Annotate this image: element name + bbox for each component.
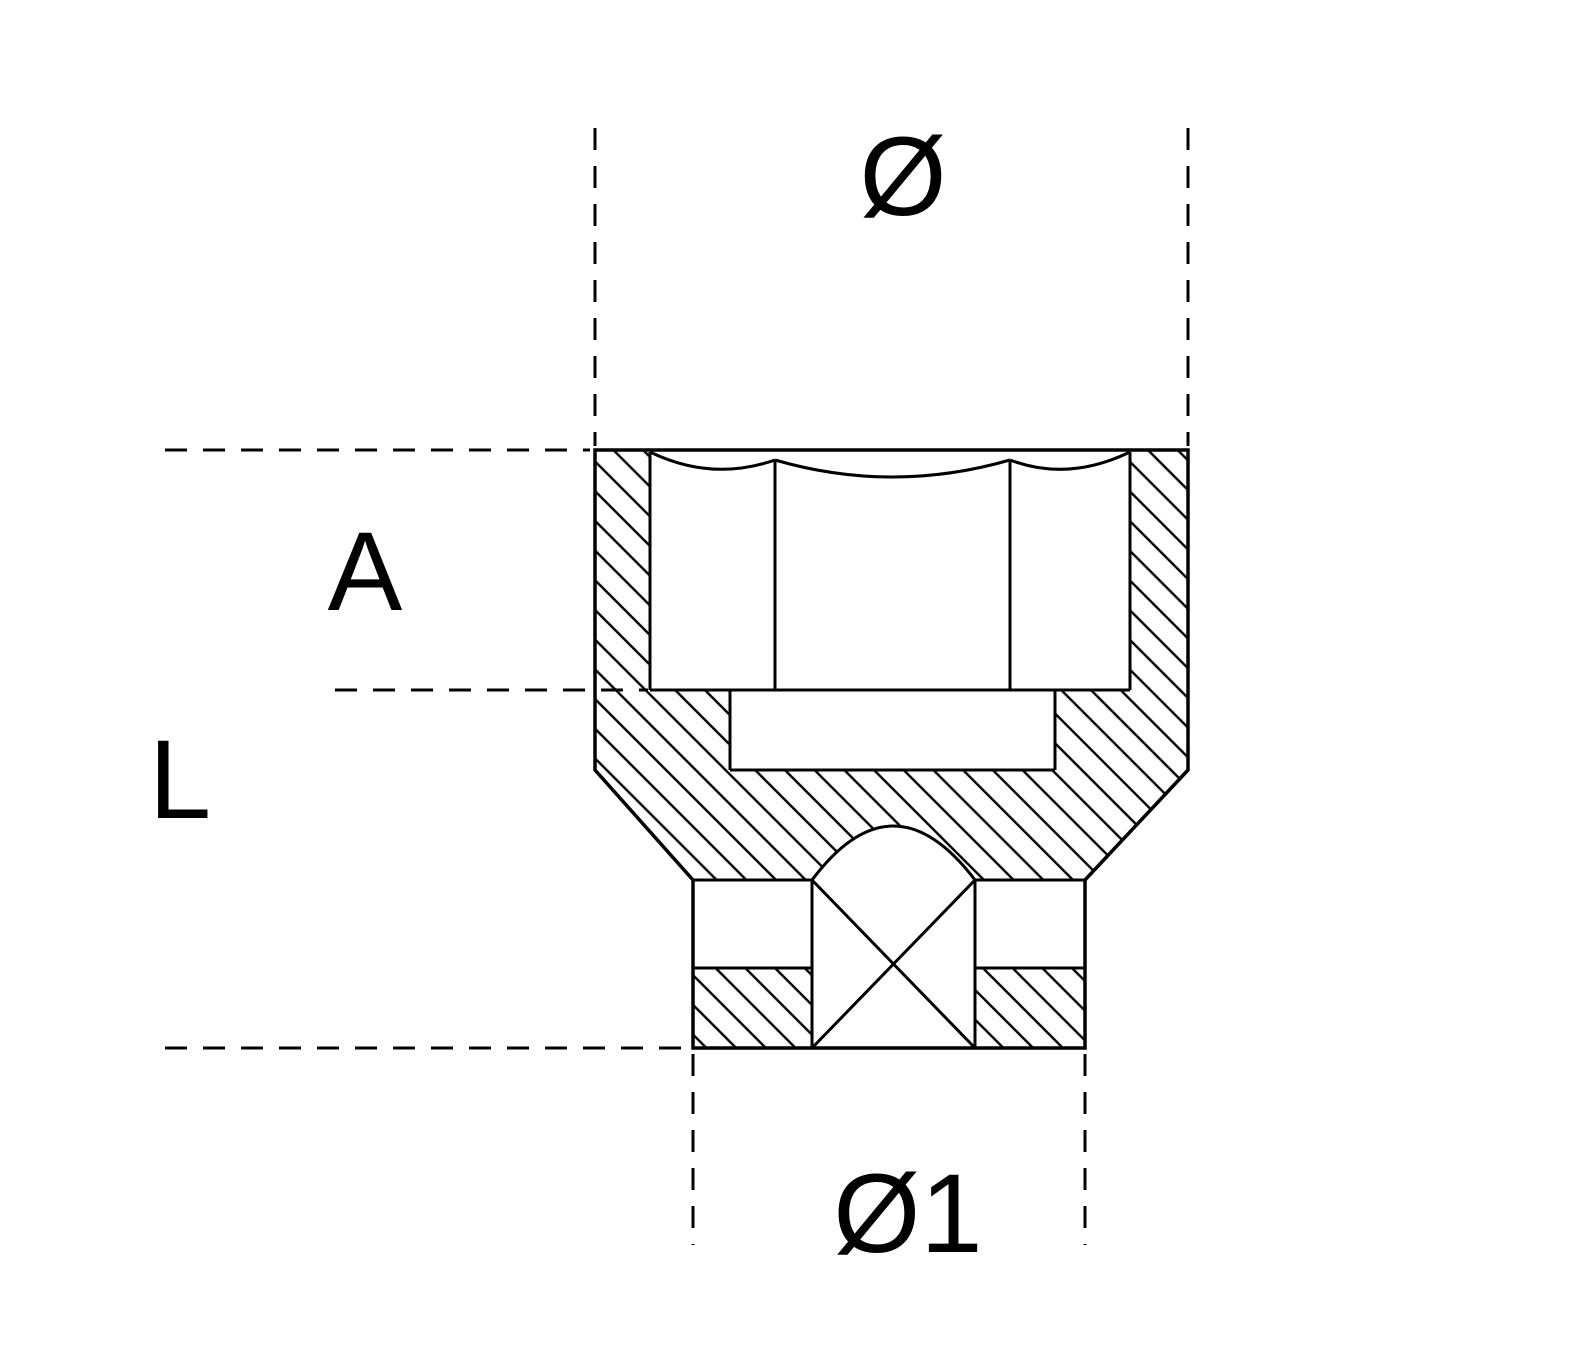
label-drive-end-diameter: Ø1	[833, 1151, 982, 1276]
label-outer-diameter: Ø	[859, 114, 946, 239]
dimension-labels: Ø A L Ø1	[149, 114, 983, 1276]
dimension-lines	[165, 128, 1190, 1245]
mouth-chamfer-arc-left	[649, 450, 776, 471]
drive-hole-dome-arc	[810, 824, 977, 881]
hatch-region-left-top-wall	[595, 450, 650, 690]
outer-profile	[593, 448, 1190, 1050]
mouth-chamfer-arc-middle	[774, 458, 1011, 479]
section-hatching	[595, 450, 1188, 1048]
label-socket-depth: A	[328, 509, 403, 634]
hatch-region-right-top-wall	[1130, 450, 1188, 690]
label-overall-length: L	[149, 717, 211, 842]
internal-lines	[648, 450, 1132, 1050]
drive-hole-diagonal-2	[810, 878, 977, 1050]
mouth-chamfer-arc-right	[1009, 450, 1131, 471]
hatch-region-bottom-right	[975, 968, 1085, 1048]
body-outline	[593, 448, 1190, 1050]
hatch-region-bottom-left	[693, 968, 812, 1048]
hatch-region-middle-body	[595, 690, 1188, 880]
